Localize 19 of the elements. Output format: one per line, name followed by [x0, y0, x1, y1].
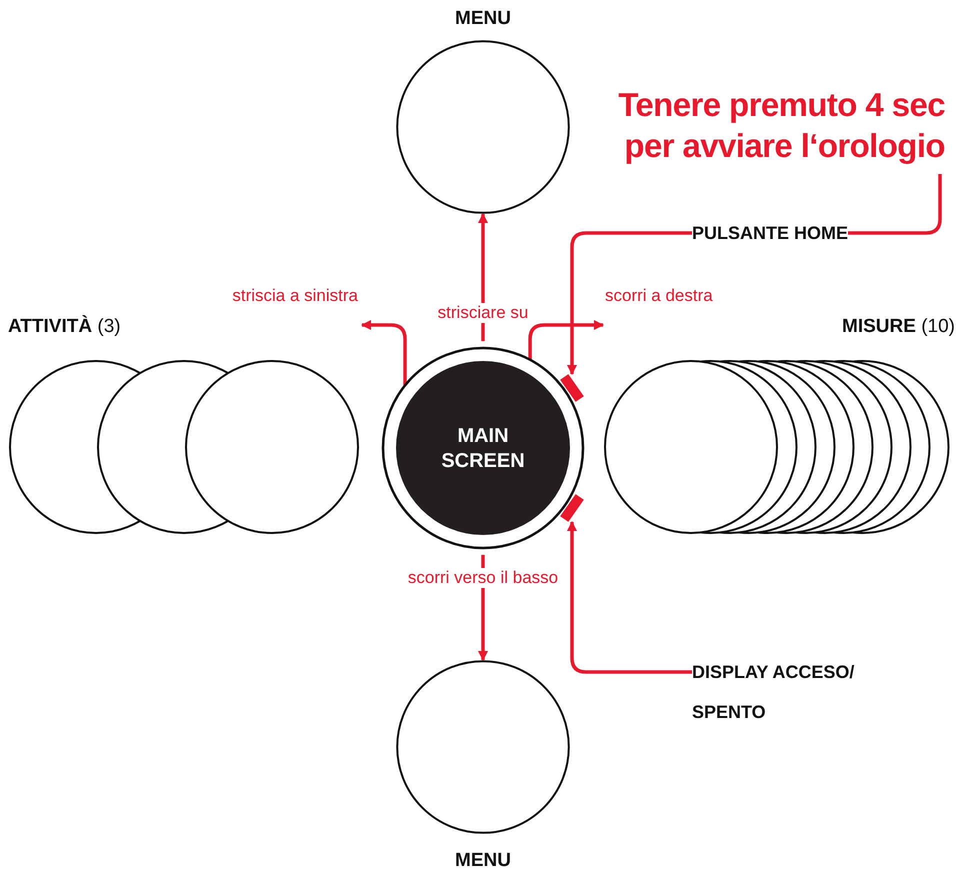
button-label: PULSANTE HOME — [692, 221, 848, 245]
menu-heading: MENU — [454, 850, 512, 872]
arrow — [567, 231, 692, 375]
edge-label: scorri verso il basso — [406, 568, 560, 588]
screen-label: MAIN SCREEN — [440, 424, 526, 474]
callout-text: Tenere premuto 4 sec per avviare l‘orologio — [590, 84, 945, 174]
button-label: DISPLAY ACCESO/ SPENTO — [692, 652, 892, 732]
menu-heading: MENU — [454, 8, 512, 30]
arrow — [478, 213, 488, 342]
group-heading: MISURE (10) — [842, 315, 955, 339]
group-heading: ATTIVITÀ (3) — [8, 315, 121, 339]
screen-circle — [603, 359, 779, 535]
edge-label: strisciare su — [436, 303, 530, 323]
arrow — [567, 521, 692, 674]
arrow — [528, 320, 604, 360]
arrow — [478, 554, 488, 661]
screen-circle — [184, 359, 360, 535]
arrow — [361, 320, 407, 386]
leader-line — [848, 174, 942, 235]
